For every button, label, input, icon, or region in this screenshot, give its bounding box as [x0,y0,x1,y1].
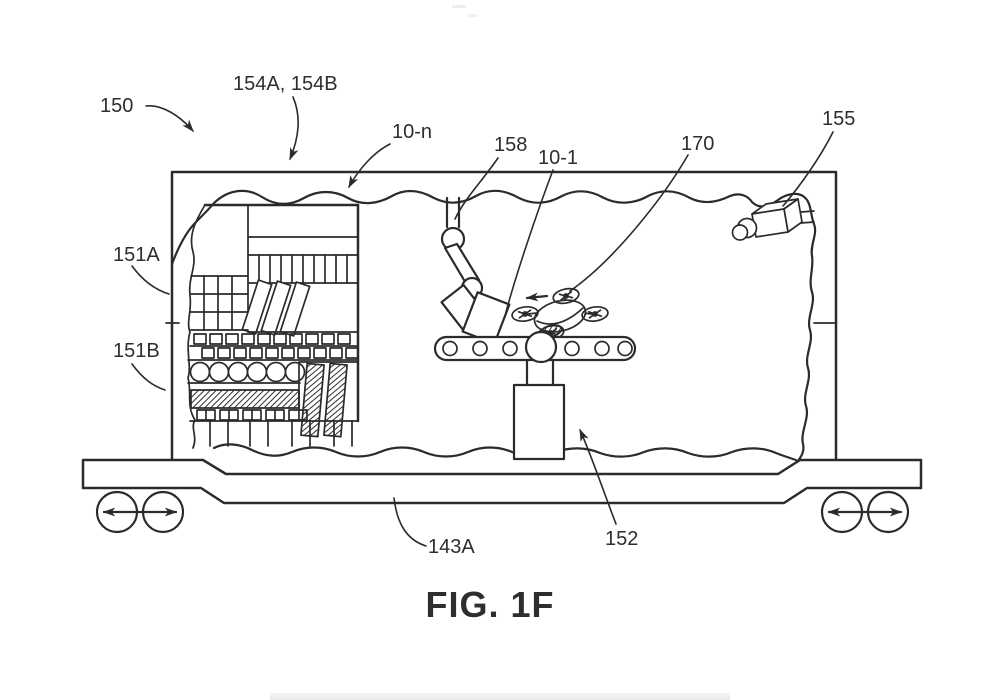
torn-edge-top [170,189,817,463]
rack-legs [209,420,353,447]
torn-edge-floor [212,443,800,463]
round-container-row [187,361,306,384]
leader-101 [505,169,554,313]
leader-152 [579,428,617,525]
bin-grid [190,275,249,331]
leader-154 [289,96,299,161]
storage-racks [187,203,360,449]
wheels-left [95,490,185,534]
leader-150 [145,105,194,132]
label-assembly: 150 [100,95,133,117]
leader-155 [782,131,834,207]
flatbed-deck [81,458,923,505]
leader-151a [131,265,170,295]
rack-slats [258,254,348,284]
camera [731,198,815,241]
wheels-right [820,490,910,534]
camera-front [751,208,789,238]
leaning-planks [241,279,311,337]
pedestal [512,358,566,461]
label-item-1: 10-1 [538,147,578,169]
label-drone: 170 [681,133,714,155]
label-item-n: 10-n [392,121,432,143]
leader-10n [348,143,391,189]
label-wall-lower: 151B [113,340,160,362]
reference-labels: 150 154A, 154B 10-n 158 10-1 170 155 151… [100,73,855,558]
drone-direction-arrow [525,292,549,302]
label-camera: 155 [822,108,855,130]
label-racks: 154A, 154B [233,73,338,95]
conveyor [433,330,637,364]
hatched-band [190,389,300,409]
page-edge-artifact [270,693,730,700]
leader-151b [131,363,166,391]
label-wall-upper: 151A [113,244,160,266]
hatched-planks [298,361,359,438]
container-outline [170,170,838,462]
label-deck: 143A [428,536,475,558]
conveyor-rollers [442,340,633,357]
small-box-rows [187,333,359,361]
leader-lines [131,96,834,547]
scan-artifact-marks [452,5,477,17]
drone [510,285,610,344]
robotic-arm [440,196,511,345]
leader-158 [454,157,499,220]
conveyor-hub [524,330,558,364]
figure-caption: FIG. 1F [425,584,554,625]
leader-143a [393,497,427,547]
label-pedestal: 152 [605,528,638,550]
leader-170 [569,154,689,292]
label-robotic-arm: 158 [494,134,527,156]
